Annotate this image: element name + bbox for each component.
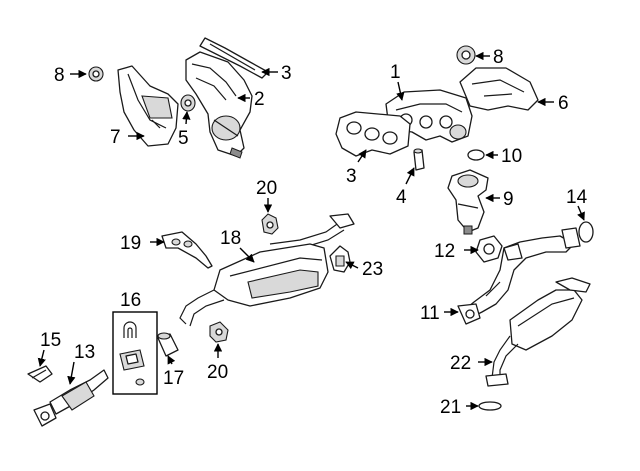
part-4-stud bbox=[413, 148, 425, 171]
part-11-front-pipe bbox=[457, 227, 581, 325]
part-2-manifold-converter bbox=[185, 51, 253, 159]
part-16-clamp-kit bbox=[112, 311, 158, 395]
callout-19: 19 bbox=[120, 233, 141, 254]
callout-21: 21 bbox=[440, 397, 461, 418]
callout-17: 17 bbox=[163, 368, 184, 389]
part-15-heat-shield-small bbox=[27, 365, 53, 383]
leader-15 bbox=[37, 349, 46, 367]
callout-11: 11 bbox=[420, 303, 440, 324]
callout-23: 23 bbox=[362, 259, 383, 280]
callout-16: 16 bbox=[120, 290, 141, 311]
callout-10: 10 bbox=[501, 146, 522, 167]
callout-20-top: 20 bbox=[256, 178, 277, 199]
callout-8-right: 8 bbox=[493, 47, 504, 68]
leader-lines bbox=[37, 51, 585, 411]
part-5-nut bbox=[180, 94, 196, 112]
callout-3-top: 3 bbox=[281, 63, 292, 84]
part-21-gasket-ring bbox=[478, 401, 502, 411]
leader-5 bbox=[182, 111, 191, 125]
part-17-sleeve bbox=[157, 332, 179, 357]
callout-13: 13 bbox=[74, 342, 95, 363]
callout-4: 4 bbox=[396, 187, 407, 208]
part-3-gasket-top bbox=[199, 37, 269, 79]
callout-3-right: 3 bbox=[346, 166, 357, 187]
callout-6: 6 bbox=[558, 93, 569, 114]
part-9-catalytic-converter bbox=[447, 169, 489, 235]
callout-22: 22 bbox=[450, 353, 471, 374]
leader-14 bbox=[577, 205, 585, 221]
part-18-muffler-pipe bbox=[179, 213, 355, 327]
callout-20-bottom: 20 bbox=[207, 362, 228, 383]
leader-23 bbox=[345, 261, 359, 270]
callout-5: 5 bbox=[178, 128, 189, 149]
part-6-heat-shield bbox=[459, 67, 539, 111]
part-3-gasket-right bbox=[335, 111, 411, 157]
part-20-hanger-top bbox=[261, 213, 279, 235]
callout-8-left: 8 bbox=[54, 65, 65, 86]
part-23-hanger bbox=[329, 245, 351, 273]
part-14-gasket bbox=[578, 221, 594, 243]
callout-14: 14 bbox=[566, 187, 588, 208]
callout-1: 1 bbox=[390, 62, 401, 83]
leader-4 bbox=[405, 167, 415, 185]
leader-18 bbox=[239, 247, 255, 263]
part-19-bracket bbox=[161, 231, 213, 269]
leader-13 bbox=[67, 361, 76, 385]
part-7-heat-shield bbox=[117, 65, 179, 147]
part-10-gasket-ring bbox=[467, 149, 485, 161]
part-13-converter-pipe bbox=[33, 369, 109, 427]
leader-3b bbox=[357, 149, 367, 163]
leader-17 bbox=[167, 355, 176, 365]
part-20-hanger-bottom bbox=[209, 321, 229, 343]
callout-18: 18 bbox=[220, 228, 241, 249]
callout-15: 15 bbox=[40, 330, 61, 351]
callout-2: 2 bbox=[254, 89, 265, 110]
part-22-rear-muffler bbox=[485, 277, 591, 387]
part-12-flange-gasket bbox=[475, 235, 503, 263]
leader-1 bbox=[396, 81, 405, 101]
part-8-nut-right bbox=[456, 45, 476, 65]
callout-9: 9 bbox=[503, 189, 514, 210]
callout-12: 12 bbox=[434, 241, 455, 262]
callout-7: 7 bbox=[110, 127, 121, 148]
callout-labels: 8 3 2 7 5 1 8 6 3 10 4 9 20 14 19 18 12 … bbox=[40, 47, 588, 418]
part-8-grommet-left bbox=[88, 66, 104, 82]
